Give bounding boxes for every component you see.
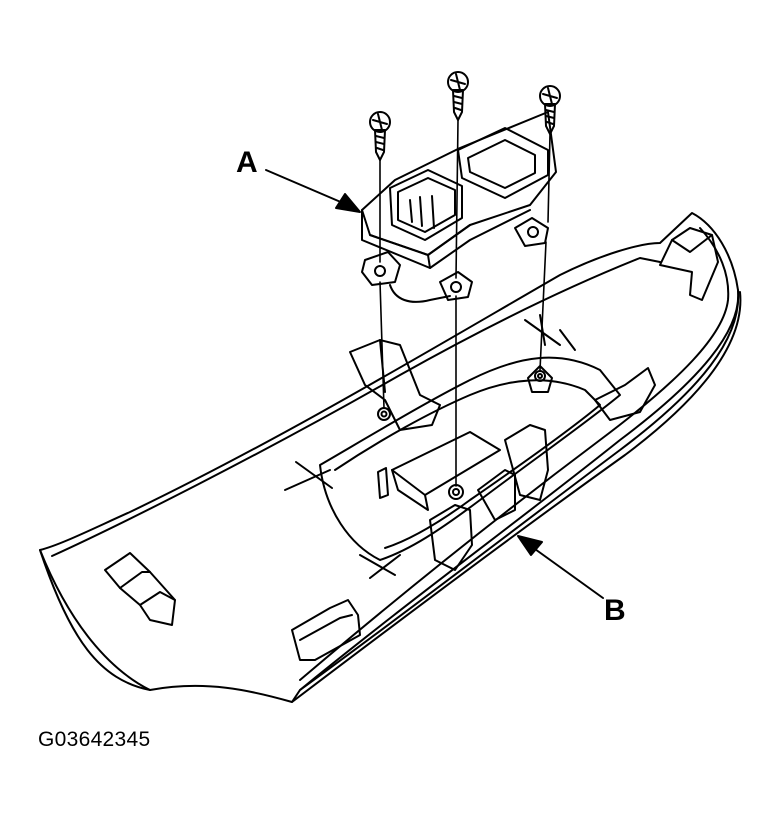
bottom-clip bbox=[292, 600, 360, 660]
callout-arrow-a bbox=[266, 170, 360, 212]
alignment-lines bbox=[380, 120, 550, 486]
screw-boss-center bbox=[449, 485, 463, 499]
callout-label-b: B bbox=[604, 594, 626, 627]
trim-panel-rim bbox=[52, 228, 728, 680]
rear-clip-right bbox=[660, 228, 718, 300]
front-clip-left bbox=[105, 553, 175, 625]
trim-panel-lower-edge-2 bbox=[292, 292, 740, 702]
trim-panel bbox=[40, 213, 740, 702]
mount-tab-right bbox=[515, 218, 548, 246]
center-recess bbox=[285, 315, 655, 578]
trim-panel-outline bbox=[40, 213, 738, 702]
switch-body-front bbox=[362, 210, 530, 268]
trim-panel-lower-edge bbox=[40, 290, 738, 690]
screw-left bbox=[370, 112, 390, 160]
screw-boss-right bbox=[528, 366, 552, 392]
screw-right bbox=[540, 86, 560, 134]
connector-left bbox=[390, 170, 462, 240]
callout-label-a: A bbox=[236, 146, 258, 179]
callout-arrow-b bbox=[518, 536, 603, 598]
screw-boss-left bbox=[378, 408, 390, 420]
figure-code: G03642345 bbox=[38, 728, 151, 751]
connector-right bbox=[458, 128, 548, 198]
screw-center bbox=[448, 72, 468, 120]
switch-assembly bbox=[362, 112, 556, 302]
mount-tab-left bbox=[362, 252, 400, 285]
